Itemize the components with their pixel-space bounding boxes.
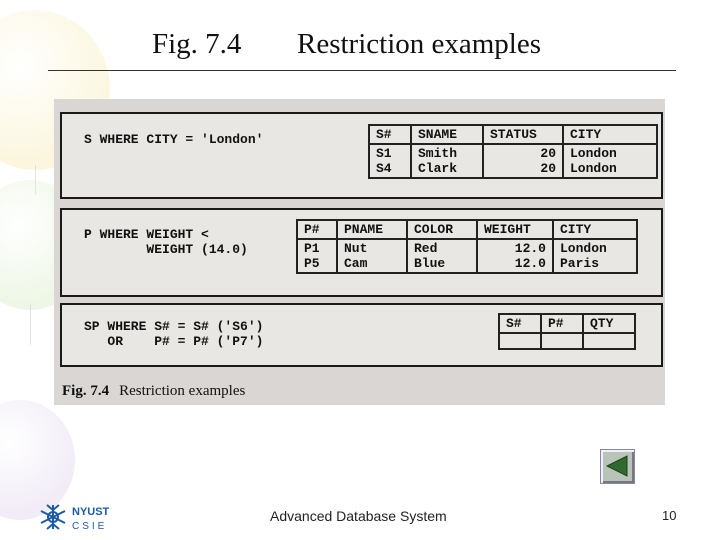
- table-cell: [498, 332, 542, 350]
- page-number: 10: [662, 508, 677, 523]
- column-header: P#: [296, 219, 338, 240]
- restriction-expression: S WHERE CITY = 'London': [84, 132, 264, 147]
- column-header: SNAME: [410, 124, 484, 145]
- example-panel-1: S WHERE CITY = 'London' S# SNAME STATUS …: [60, 112, 663, 199]
- cell-value: 12.0: [514, 241, 546, 256]
- column-header: STATUS: [482, 124, 564, 145]
- cell-value: Red: [414, 241, 438, 256]
- title-divider: [48, 70, 676, 71]
- cell-value: Clark: [418, 161, 458, 176]
- column-header: CITY: [562, 124, 658, 145]
- logo-subtext: CSIE: [72, 521, 108, 532]
- empty-result-row: [498, 332, 636, 350]
- column-header: QTY: [582, 313, 636, 334]
- caption-text: Restriction examples: [119, 383, 246, 399]
- triangle-left-icon: [605, 455, 628, 477]
- cell-value: Blue: [414, 256, 446, 271]
- table-cell: [582, 332, 636, 350]
- column-header: WEIGHT: [476, 219, 554, 240]
- cell-value: 12.0: [514, 256, 546, 271]
- balloon-string: [30, 305, 31, 345]
- result-table-3: S# P# QTY: [498, 313, 636, 350]
- slide-title: Restriction examples: [297, 28, 542, 60]
- scanned-figure: S WHERE CITY = 'London' S# SNAME STATUS …: [54, 99, 665, 405]
- logo-text: NYUST: [72, 506, 110, 518]
- restriction-expression: SP WHERE S# = S# ('S6') OR P# = P# ('P7'…: [84, 319, 264, 349]
- caption-label: Fig. 7.4: [62, 383, 110, 399]
- cell-value: 20: [540, 146, 556, 161]
- example-panel-3: SP WHERE S# = S# ('S6') OR P# = P# ('P7'…: [60, 303, 663, 367]
- table-header-row: P# PNAME COLOR WEIGHT CITY: [296, 219, 638, 240]
- column-header: P#: [540, 313, 584, 334]
- cell-value: Smith: [418, 146, 458, 161]
- cell-value: London: [560, 241, 607, 256]
- cell-value: 20: [540, 161, 556, 176]
- table-header-row: S# P# QTY: [498, 313, 636, 334]
- column-header: S#: [498, 313, 542, 334]
- cell-value: London: [570, 146, 617, 161]
- column-header: CITY: [552, 219, 638, 240]
- previous-slide-button[interactable]: [600, 449, 635, 484]
- cell-value: Paris: [560, 256, 600, 271]
- column-header: COLOR: [406, 219, 478, 240]
- slide-fig-label: Fig. 7.4: [152, 28, 242, 60]
- nyust-logo-icon: [36, 502, 70, 537]
- cell-value: Cam: [344, 256, 368, 271]
- cell-value: London: [570, 161, 617, 176]
- cell-value: P1: [304, 241, 320, 256]
- restriction-expression: P WHERE WEIGHT < WEIGHT (14.0): [84, 227, 248, 257]
- table-header-row: S# SNAME STATUS CITY: [368, 124, 658, 145]
- cell-value: P5: [304, 256, 320, 271]
- cell-value: S1: [376, 146, 392, 161]
- figure-caption: Fig. 7.4 Restriction examples: [62, 383, 245, 400]
- column-header: PNAME: [336, 219, 408, 240]
- cell-value: S4: [376, 161, 392, 176]
- cell-value: Nut: [344, 241, 368, 256]
- table-cell: [540, 332, 584, 350]
- example-panel-2: P WHERE WEIGHT < WEIGHT (14.0) P# PNAME …: [60, 208, 663, 297]
- column-header: S#: [368, 124, 412, 145]
- footer-course-title: Advanced Database System: [270, 508, 447, 524]
- balloon-string: [35, 165, 36, 195]
